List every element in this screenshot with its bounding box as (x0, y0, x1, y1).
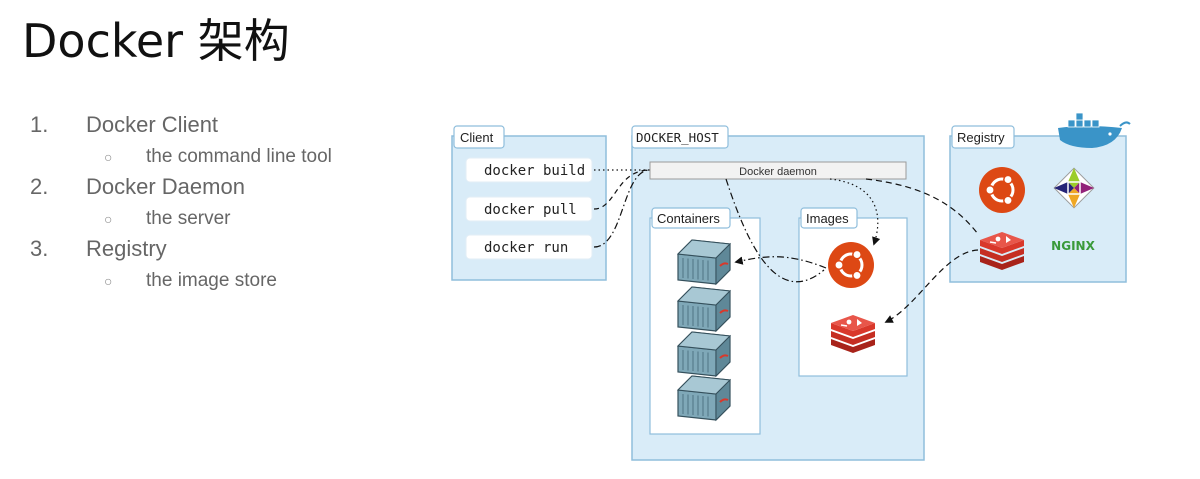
containers-label: Containers (657, 211, 720, 226)
hollow-bullet-icon: ○ (104, 211, 113, 227)
outline-sub-text: the image store (146, 270, 277, 291)
outline-label: Registry (86, 236, 167, 261)
outline-sub-item: ○ the image store (104, 270, 277, 292)
redis-icon (830, 314, 876, 354)
registry-panel: Registry NGINX (949, 112, 1131, 283)
run-to-image-line (725, 178, 825, 283)
images-label: Images (806, 211, 849, 226)
pull-to-registry-line (865, 178, 979, 235)
docker-pull-command: docker pull (465, 196, 593, 222)
docker-run-label: docker run (484, 240, 568, 256)
run-connector (593, 169, 651, 248)
outline-sub-text: the server (146, 208, 231, 229)
container-icon (677, 239, 731, 285)
container-icon (677, 331, 731, 377)
build-to-image-arrow (829, 178, 881, 246)
outline-sub-item: ○ the command line tool (104, 146, 332, 168)
docker-pull-label: docker pull (484, 202, 577, 218)
outline-sub-item: ○ the server (104, 208, 230, 230)
redis-icon (979, 231, 1025, 271)
docker-host-label: DOCKER_HOST (636, 130, 719, 145)
image-to-container-arrow (734, 256, 827, 269)
outline-label: Docker Client (86, 112, 219, 137)
registry-label: Registry (957, 130, 1005, 145)
docker-architecture-diagram: Client docker build docker pull docker r… (451, 112, 1131, 461)
outline-number: 1. (30, 112, 49, 137)
ubuntu-icon (826, 240, 876, 290)
docker-run-command: docker run (465, 234, 593, 260)
docker-build-label: docker build (484, 163, 585, 179)
containers-panel: Containers (649, 207, 761, 435)
hollow-bullet-icon: ○ (104, 149, 113, 165)
container-icon (677, 375, 731, 421)
docker-daemon-bar: Docker daemon (649, 161, 907, 180)
client-panel: Client docker build docker pull docker r… (451, 125, 607, 281)
registry-to-image-arrow (884, 249, 979, 323)
outline-number: 3. (30, 236, 49, 261)
outline-number: 2. (30, 174, 49, 199)
page-title: Docker 架构 (22, 14, 290, 68)
images-panel: Images (798, 207, 908, 377)
container-icon (677, 286, 731, 332)
hollow-bullet-icon: ○ (104, 273, 113, 289)
docker-host-panel: DOCKER_HOST Docker daemon Containers Ima… (631, 125, 925, 461)
client-label: Client (460, 130, 494, 145)
pull-connector (593, 169, 651, 210)
docker-daemon-label: Docker daemon (739, 166, 817, 178)
docker-build-command: docker build (465, 157, 593, 183)
outline-label: Docker Daemon (86, 174, 245, 199)
centos-icon (1053, 167, 1095, 209)
docker-whale-icon (1058, 112, 1131, 148)
connection-lines (593, 169, 979, 323)
nginx-logo: NGINX (1051, 239, 1095, 253)
outline-sub-text: the command line tool (146, 146, 332, 167)
ubuntu-icon (977, 165, 1027, 215)
